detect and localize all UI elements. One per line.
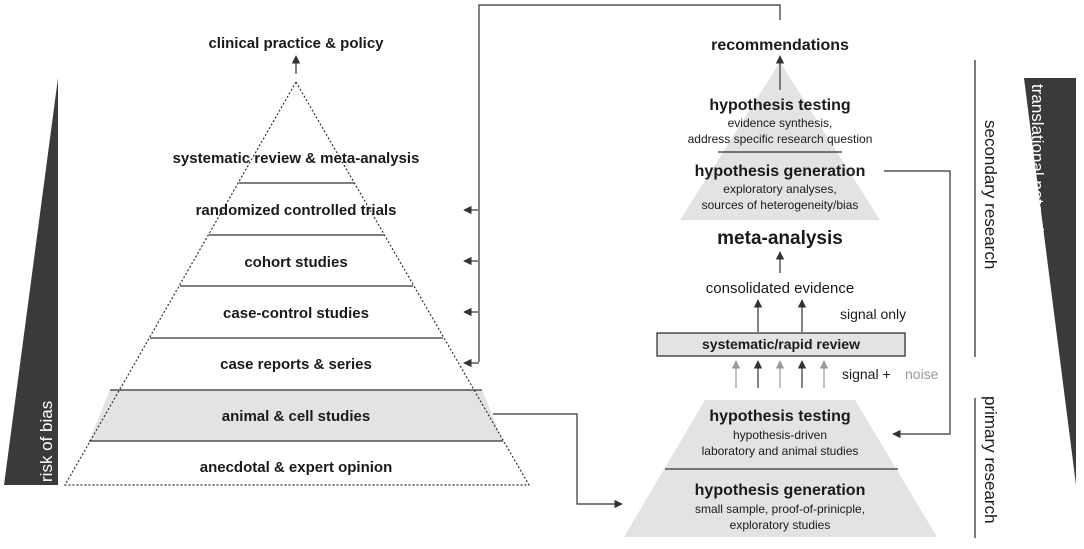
systematic-review-label: systematic/rapid review	[702, 336, 860, 352]
secondary-triangle	[680, 62, 880, 220]
primary-research-label: primary research	[981, 396, 1000, 524]
consolidated-evidence-label: consolidated evidence	[706, 280, 854, 297]
level-label: randomized controlled trials	[196, 202, 397, 219]
meta-analysis-label: meta-analysis	[717, 228, 843, 249]
level-label: animal & cell studies	[222, 408, 370, 425]
secondary-generation-line2: sources of heterogeneity/bias	[702, 198, 859, 212]
level-label: systematic review & meta-analysis	[173, 150, 420, 167]
secondary-testing-title: hypothesis testing	[709, 97, 850, 114]
animal-cell-band	[89, 390, 503, 441]
signal-only-label: signal only	[840, 306, 906, 322]
secondary-generation-line1: exploratory analyses,	[723, 182, 836, 196]
pyramid-outline	[63, 80, 531, 486]
signal-label: signal +	[842, 366, 891, 382]
animal-to-primary-arrow	[493, 413, 623, 509]
noise-label: noise	[905, 366, 939, 382]
secondary-pyramid: recommendations hypothesis testing evide…	[656, 37, 951, 439]
secondary-testing-line1: evidence synthesis,	[728, 116, 833, 130]
recommendations-label: recommendations	[711, 37, 849, 54]
feedback-arrows	[463, 4, 781, 368]
level-label: anecdotal & expert opinion	[200, 459, 393, 476]
translational-wedge	[1024, 78, 1076, 485]
systematic-review-box	[656, 332, 906, 357]
left-pyramid: systematic review & meta-analysis random…	[63, 35, 531, 486]
level-label: case reports & series	[220, 356, 372, 373]
generation-to-primary-arrow	[884, 170, 951, 439]
translational-potential-label: translational potential	[1028, 84, 1047, 245]
level-label: cohort studies	[244, 254, 347, 271]
primary-testing-line2: laboratory and animal studies	[702, 444, 859, 458]
risk-of-bias-label: risk of bias	[37, 401, 56, 482]
primary-testing-title: hypothesis testing	[709, 408, 850, 425]
secondary-generation-title: hypothesis generation	[695, 163, 866, 180]
primary-generation-title: hypothesis generation	[695, 482, 866, 499]
secondary-testing-line2: address specific research question	[688, 132, 873, 146]
apex-label: clinical practice & policy	[208, 35, 384, 52]
primary-pyramid: hypothesis testing hypothesis-driven lab…	[624, 400, 937, 537]
primary-generation-line2: exploratory studies	[730, 518, 831, 532]
secondary-research-label: secondary research	[981, 120, 1000, 269]
risk-of-bias-wedge	[4, 78, 58, 485]
primary-generation-line1: small sample, proof-of-prinicple,	[695, 502, 865, 516]
level-label: case-control studies	[223, 305, 369, 322]
primary-testing-line1: hypothesis-driven	[733, 428, 827, 442]
